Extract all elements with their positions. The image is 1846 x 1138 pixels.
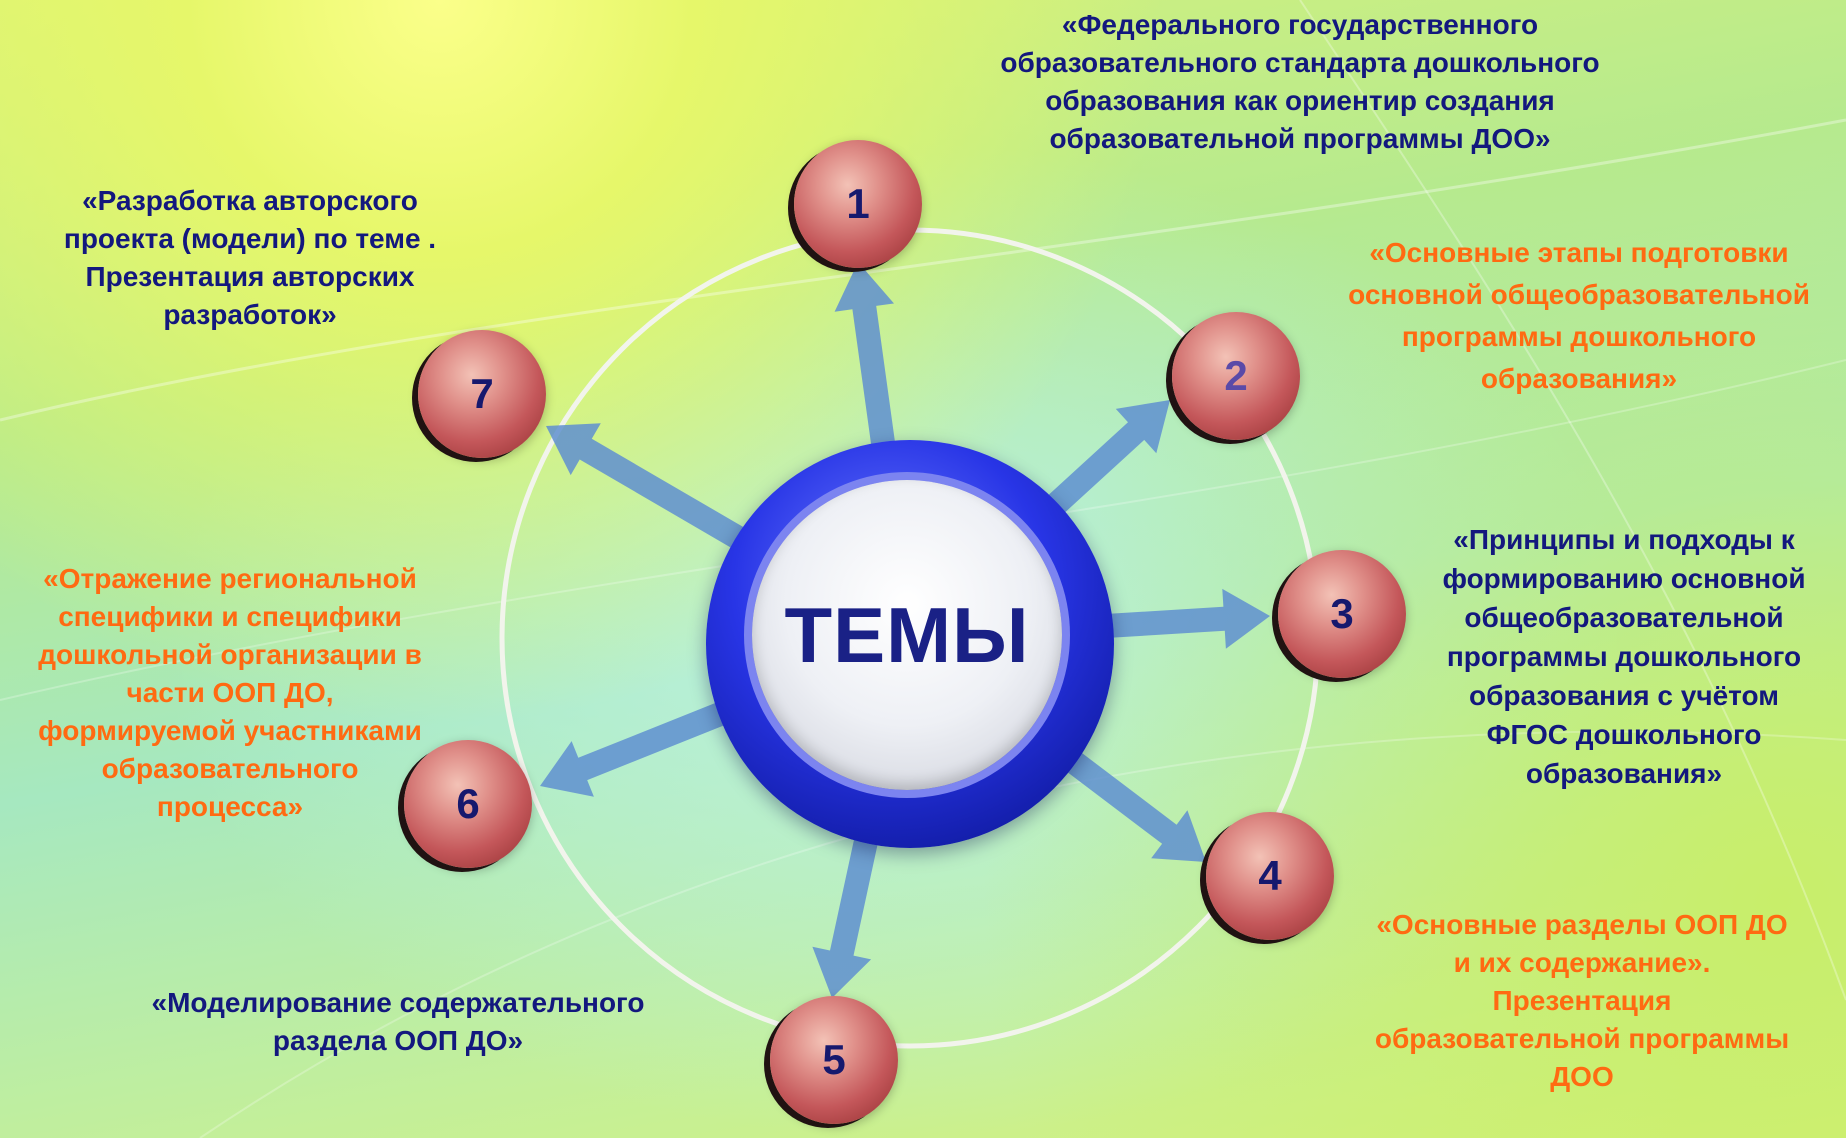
topic-4-text: «Основные разделы ООП ДО и их содержание…: [1374, 909, 1790, 1092]
topic-3-text: «Принципы и подходы к формированию основ…: [1442, 524, 1806, 789]
node-5: 5: [770, 996, 898, 1124]
node-2-number: 2: [1224, 352, 1248, 399]
topic-5-text: «Моделирование содержательного раздела О…: [151, 987, 645, 1056]
center-button: ТЕМЫ: [752, 480, 1062, 790]
node-2: 2: [1172, 312, 1300, 440]
node-6: 6: [404, 740, 532, 868]
node-7-number: 7: [470, 370, 494, 417]
node-4: 4: [1206, 812, 1334, 940]
center-label: ТЕМЫ: [784, 590, 1030, 679]
node-7: 7: [418, 330, 546, 458]
node-1-number: 1: [846, 180, 870, 227]
node-4-number: 4: [1258, 852, 1282, 899]
node-3-number: 3: [1330, 590, 1354, 637]
node-3: 3: [1278, 550, 1406, 678]
topic-6-text: «Отражение региональной специфики и спец…: [38, 563, 422, 822]
node-5-number: 5: [822, 1036, 846, 1083]
arrow-to-node-7: [546, 423, 787, 573]
topic-7-text: «Разработка авторского проекта (модели) …: [63, 185, 437, 330]
arrow-to-node-1: [834, 262, 902, 492]
topic-1-text: «Федерального государственного образоват…: [1000, 9, 1600, 154]
node-6-number: 6: [456, 780, 480, 827]
node-1: 1: [794, 140, 922, 268]
topic-2-text: «Основные этапы подготовки основной обще…: [1348, 237, 1810, 394]
